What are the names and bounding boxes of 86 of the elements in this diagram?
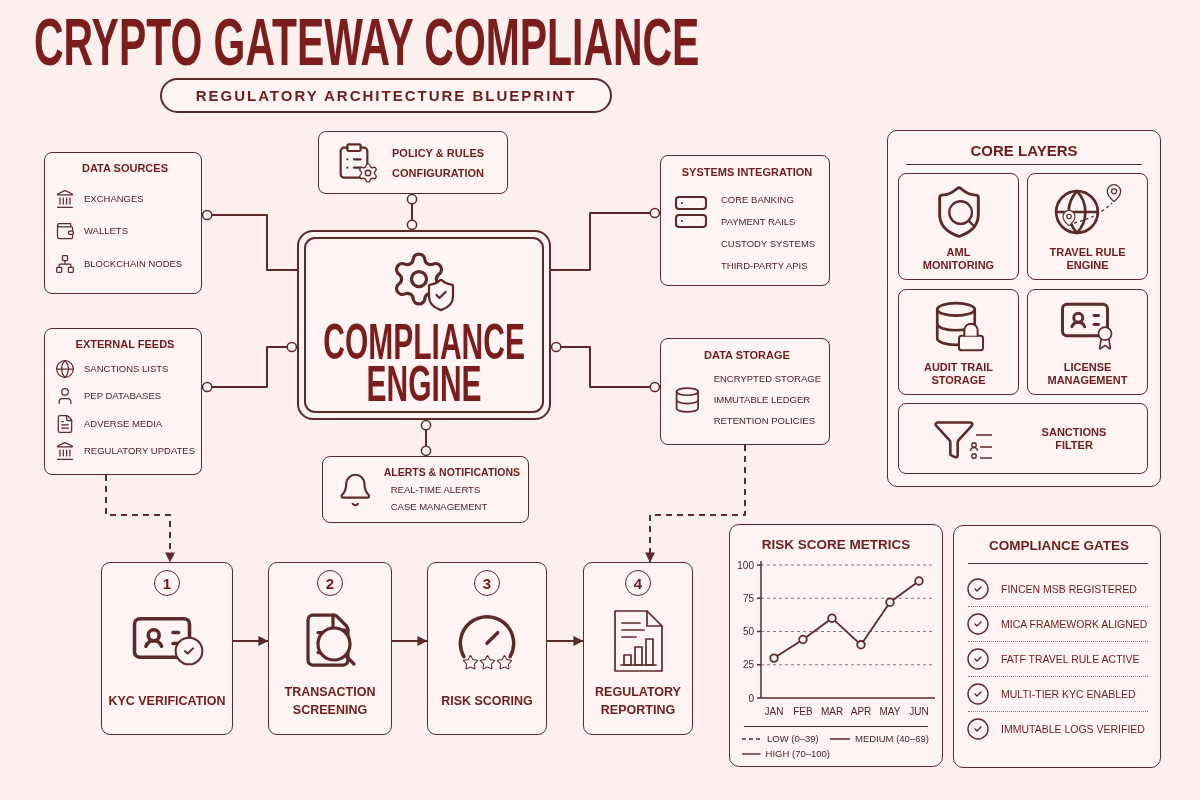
legend-label: MEDIUM (40–69) xyxy=(855,733,929,745)
card-heading: DATA SOURCES xyxy=(82,162,168,176)
tile-label: AML MONITORING xyxy=(921,246,996,272)
dashed-arrow xyxy=(645,444,746,563)
step-label: REGULATORY REPORTING xyxy=(594,684,682,719)
step-label: KYC VERIFICATION xyxy=(108,693,226,710)
list-item: CUSTODY SYSTEMS xyxy=(721,237,816,250)
connector-line xyxy=(420,419,432,457)
panel-heading: CORE LAYERS xyxy=(970,142,1078,159)
checklist-item: IMMUTABLE LOGS VERIFIED xyxy=(1001,722,1145,735)
step-label: RISK SCORING xyxy=(441,693,533,710)
checklist-item: FINCEN MSB REGISTERED xyxy=(1001,582,1137,595)
connector-line xyxy=(406,193,418,231)
list-item: RETENTION POLICIES xyxy=(713,414,816,427)
feed-card xyxy=(44,328,202,475)
layer-tile xyxy=(898,289,1019,395)
list-item: PEP DATABASES xyxy=(84,390,162,403)
list-item: CASE MANAGEMENT xyxy=(389,501,489,514)
checklist-item: FATF TRAVEL RULE ACTIVE xyxy=(1001,652,1140,665)
page-title: CRYPTO GATEWAY COMPLIANCE xyxy=(34,9,700,75)
checklist-item: MULTI-TIER KYC ENABLED xyxy=(1001,687,1136,700)
axis-label: JAN xyxy=(764,706,784,717)
list-item: THIRD-PARTY APIS xyxy=(721,259,809,272)
list-item: IMMUTABLE LEDGER xyxy=(713,393,812,406)
tile-label: TRAVEL RULE ENGINE xyxy=(1048,246,1127,272)
tile-label: LICENSE MANAGEMENT xyxy=(1046,361,1129,387)
list-item: PAYMENT RAILS xyxy=(721,215,797,228)
axis-label: FEB xyxy=(793,706,813,717)
subtitle-pill: REGULATORY ARCHITECTURE BLUEPRINT xyxy=(160,78,612,113)
list-item: EXCHANGES xyxy=(84,192,144,205)
list-item: ENCRYPTED STORAGE xyxy=(713,372,821,385)
engine-panel xyxy=(297,230,551,420)
layer-tile xyxy=(1027,289,1148,395)
list-item: REGULATORY UPDATES xyxy=(83,444,195,457)
connector-line xyxy=(550,207,661,271)
list-item: CORE BANKING xyxy=(721,193,795,206)
layer-panel xyxy=(887,130,1161,487)
legend-label: LOW (0–39) xyxy=(767,733,819,745)
tile-label: SANCTIONS FILTER xyxy=(1040,425,1108,452)
list-item: BLOCKCHAIN NODES xyxy=(84,258,183,271)
engine-title: COMPLIANCE ENGINE xyxy=(323,321,525,405)
axis-label: JUN xyxy=(909,706,929,717)
tile-label: AUDIT TRAIL STORAGE xyxy=(922,361,994,387)
chart-title: RISK SCORE METRICS xyxy=(761,537,911,552)
connector-line xyxy=(201,209,298,271)
list-item: ADVERSE MEDIA xyxy=(84,417,163,430)
axis-label: MAY xyxy=(879,706,901,717)
layer-tile xyxy=(898,403,1148,474)
storage-card xyxy=(660,338,830,445)
card-heading: SYSTEMS INTEGRATION xyxy=(681,166,813,180)
checklist-panel xyxy=(953,525,1161,768)
tick-label: 50 xyxy=(742,626,754,637)
step-card xyxy=(268,562,392,735)
card-heading: ALERTS & NOTIFICATIONS xyxy=(383,465,520,480)
connector-line xyxy=(201,341,298,393)
card-heading: DATA STORAGE xyxy=(704,349,790,363)
tick-label: 75 xyxy=(742,592,754,604)
axis-label: APR xyxy=(850,706,872,717)
dashed-arrow xyxy=(105,474,175,563)
flow-arrow xyxy=(546,636,584,646)
alert-card xyxy=(322,456,529,523)
config-card xyxy=(318,131,508,194)
list-item: SANCTIONS LISTS xyxy=(84,363,169,375)
layer-tile xyxy=(1027,173,1148,280)
step-card xyxy=(427,562,547,735)
tick-label: 100 xyxy=(737,559,754,571)
connector-line xyxy=(550,341,661,393)
tick-label: 25 xyxy=(742,659,754,671)
panel-heading: COMPLIANCE GATES xyxy=(989,538,1129,555)
card-heading: POLICY & RULES CONFIGURATION xyxy=(392,145,486,181)
integration-card xyxy=(660,155,830,286)
step-card xyxy=(583,562,693,735)
step-label: TRANSACTION SCREENING xyxy=(283,684,377,719)
layer-tile xyxy=(898,173,1019,280)
tick-label: 0 xyxy=(748,692,754,704)
list-item: WALLETS xyxy=(84,225,128,238)
legend-label: HIGH (70–100) xyxy=(765,748,830,760)
chart-panel xyxy=(729,524,943,767)
card-heading: EXTERNAL FEEDS xyxy=(75,338,175,352)
source-card xyxy=(44,152,202,294)
step-card xyxy=(101,562,233,735)
list-item: REAL-TIME ALERTS xyxy=(389,484,482,497)
flow-arrow xyxy=(391,636,428,646)
checklist-item: MICA FRAMEWORK ALIGNED xyxy=(1001,617,1148,630)
flow-arrow xyxy=(232,636,269,646)
axis-label: MAR xyxy=(820,706,844,717)
